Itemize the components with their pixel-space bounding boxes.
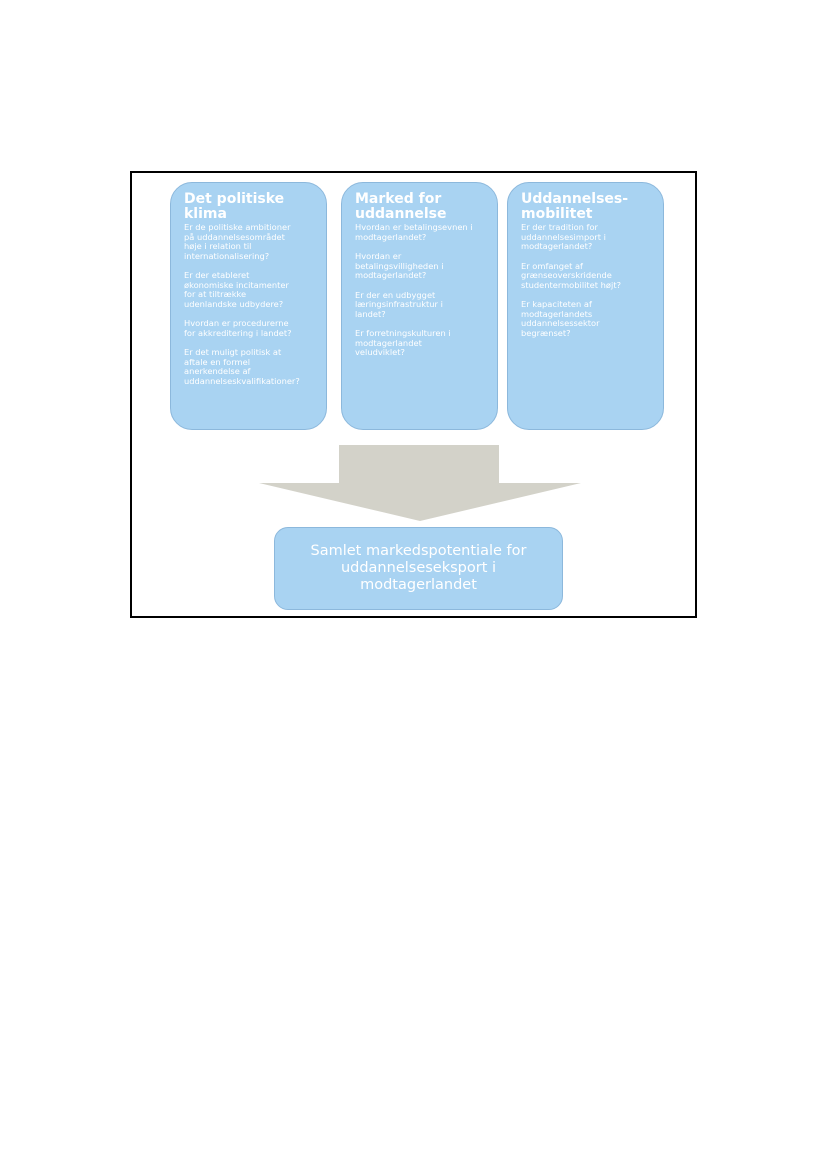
- question-text: Er det muligt politisk at aftale en form…: [184, 347, 300, 386]
- result-text: Samlet markedspotentiale for uddannelses…: [310, 543, 527, 593]
- question-text: Er der etableret økonomiske incitamenter…: [184, 270, 289, 309]
- question-text: Hvordan er procedurerne for akkrediterin…: [184, 318, 292, 338]
- question-text: Er kapaciteten af modtagerlandets uddann…: [521, 299, 600, 338]
- question-text: Er der en udbygget læringsinfrastruktur …: [355, 289, 443, 319]
- question-text: Er de politiske ambitioner på uddannelse…: [184, 222, 291, 261]
- arrow-shape: [259, 445, 581, 521]
- down-arrow-icon: [259, 445, 581, 521]
- question-text: Er der tradition for uddannelsesimport i…: [521, 222, 606, 251]
- result-box: Samlet markedspotentiale for uddannelses…: [274, 527, 563, 610]
- box-title: Uddannelses- mobilitet: [521, 191, 629, 222]
- box-political-climate: Det politiske klima Er de politiske ambi…: [170, 182, 327, 430]
- diagram-frame: Det politiske klima Er de politiske ambi…: [130, 171, 697, 618]
- question-text: Hvordan er betalingsvilligheden i modtag…: [355, 251, 444, 280]
- box-education-market: Marked for uddannelse Hvordan er betalin…: [341, 182, 498, 430]
- box-title: Marked for uddannelse: [355, 191, 447, 222]
- question-text: Hvordan er betalingsevnen i modtagerland…: [355, 222, 473, 242]
- box-title: Det politiske klima: [184, 191, 285, 222]
- box-education-mobility: Uddannelses- mobilitet Er der tradition …: [507, 182, 664, 430]
- question-text: Er omfanget af grænseoverskridende stude…: [521, 260, 621, 290]
- question-text: Er forretningskulturen i modtagerlandet …: [355, 328, 451, 357]
